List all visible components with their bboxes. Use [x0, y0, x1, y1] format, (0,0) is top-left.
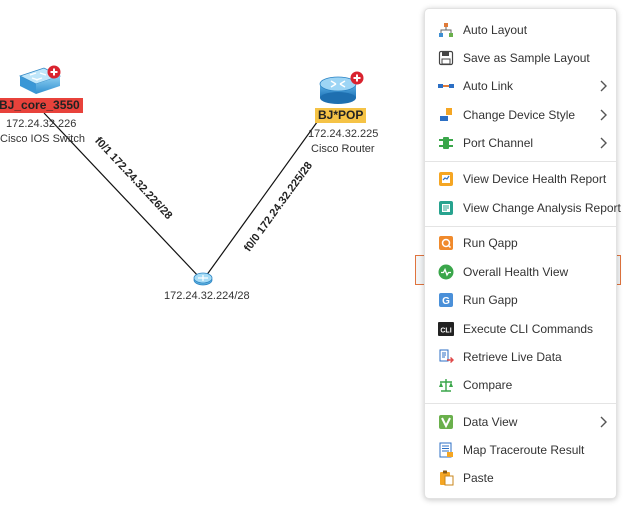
device-style-icon	[438, 107, 454, 123]
menu-item-change-device-style[interactable]: Change Device Style	[425, 101, 616, 129]
traceroute-icon	[438, 442, 454, 458]
menu-item-label: Change Device Style	[463, 108, 576, 122]
link-bj-pop-to-lan[interactable]	[205, 117, 321, 277]
health-view-icon	[438, 264, 454, 280]
add-badge-icon[interactable]	[47, 65, 61, 79]
menu-item-label: Auto Link	[463, 79, 514, 93]
chevron-right-icon	[600, 80, 607, 92]
save-icon	[438, 50, 454, 66]
menu-item-auto-layout[interactable]: Auto Layout	[425, 16, 616, 44]
menu-item-execute-cli-commands[interactable]: CLI Execute CLI Commands	[425, 315, 616, 343]
menu-item-view-change-analysis-report[interactable]: View Change Analysis Report	[425, 194, 621, 222]
chevron-right-icon	[600, 416, 607, 428]
menu-item-run-gapp[interactable]: G Run Gapp	[425, 286, 616, 314]
menu-item-save-as-sample-layout[interactable]: Save as Sample Layout	[425, 44, 616, 72]
menu-item-label: Overall Health View	[463, 265, 569, 279]
change-analysis-icon	[438, 200, 454, 216]
device-ip: 172.24.32.226	[6, 118, 77, 130]
menu-item-label: Execute CLI Commands	[463, 322, 594, 336]
menu-item-auto-link[interactable]: Auto Link	[425, 72, 616, 100]
menu-item-label: Retrieve Live Data	[463, 350, 562, 364]
auto-layout-icon	[438, 22, 454, 38]
device-name-label: BJ*POP	[315, 108, 367, 123]
auto-link-icon	[438, 78, 454, 94]
lan-segment[interactable]: 172.24.32.224/28	[160, 268, 250, 304]
menu-separator	[425, 161, 616, 162]
cli-icon: CLI	[438, 321, 454, 337]
lan-hub-icon	[193, 272, 213, 286]
menu-item-paste[interactable]: Paste	[425, 464, 616, 492]
device-bj-pop[interactable]: BJ*POP 172.24.32.225 Cisco Router	[305, 70, 385, 158]
lan-name: 172.24.32.224/28	[164, 290, 250, 302]
menu-separator	[425, 403, 616, 404]
device-name-label: BJ_core_3550	[0, 98, 83, 113]
menu-item-label: View Device Health Report	[463, 172, 607, 186]
menu-item-compare[interactable]: Compare	[425, 371, 616, 399]
menu-item-view-device-health-report[interactable]: View Device Health Report	[425, 165, 616, 193]
chevron-right-icon	[600, 137, 607, 149]
menu-item-retrieve-live-data[interactable]: Retrieve Live Data	[425, 343, 616, 371]
data-view-icon	[438, 414, 454, 430]
svg-text:G: G	[442, 296, 450, 307]
live-data-icon	[438, 349, 454, 365]
menu-item-run-qapp[interactable]: Run Qapp	[425, 229, 616, 257]
menu-item-label: Run Gapp	[463, 293, 518, 307]
menu-item-data-view[interactable]: Data View	[425, 408, 616, 436]
context-menu: Auto Layout Save as Sample Layout Auto L…	[424, 8, 621, 499]
port-channel-icon	[438, 135, 454, 151]
chevron-right-icon	[600, 109, 607, 121]
gapp-icon: G	[438, 292, 454, 308]
menu-item-label: Paste	[463, 471, 494, 485]
menu-item-label: Data View	[463, 415, 518, 429]
add-badge-icon[interactable]	[350, 71, 364, 85]
menu-separator	[425, 226, 616, 227]
device-ip: 172.24.32.225	[308, 128, 379, 140]
health-report-icon	[438, 171, 454, 187]
menu-item-port-channel[interactable]: Port Channel	[425, 129, 616, 157]
menu-item-overall-health-view[interactable]: Overall Health View	[425, 258, 616, 286]
device-type: Cisco IOS Switch	[0, 133, 85, 145]
menu-item-label: View Change Analysis Report	[463, 201, 621, 215]
paste-icon	[438, 470, 454, 486]
link-bj-core-to-lan[interactable]	[43, 112, 201, 279]
menu-item-label: Auto Layout	[463, 23, 528, 37]
cli-icon-text: CLI	[440, 328, 451, 335]
device-type: Cisco Router	[311, 143, 375, 155]
qapp-icon	[438, 235, 454, 251]
menu-item-label: Port Channel	[463, 136, 534, 150]
device-bj-core-3550[interactable]: BJ_core_3550 172.24.32.226 Cisco IOS Swi…	[0, 62, 85, 146]
menu-item-map-traceroute-result[interactable]: Map Traceroute Result	[425, 436, 616, 464]
router-icon	[319, 76, 357, 104]
menu-item-label: Run Qapp	[463, 236, 518, 250]
menu-item-label: Compare	[463, 378, 513, 392]
menu-item-label: Save as Sample Layout	[463, 51, 590, 65]
menu-item-label: Map Traceroute Result	[463, 443, 585, 457]
compare-icon	[438, 377, 454, 393]
